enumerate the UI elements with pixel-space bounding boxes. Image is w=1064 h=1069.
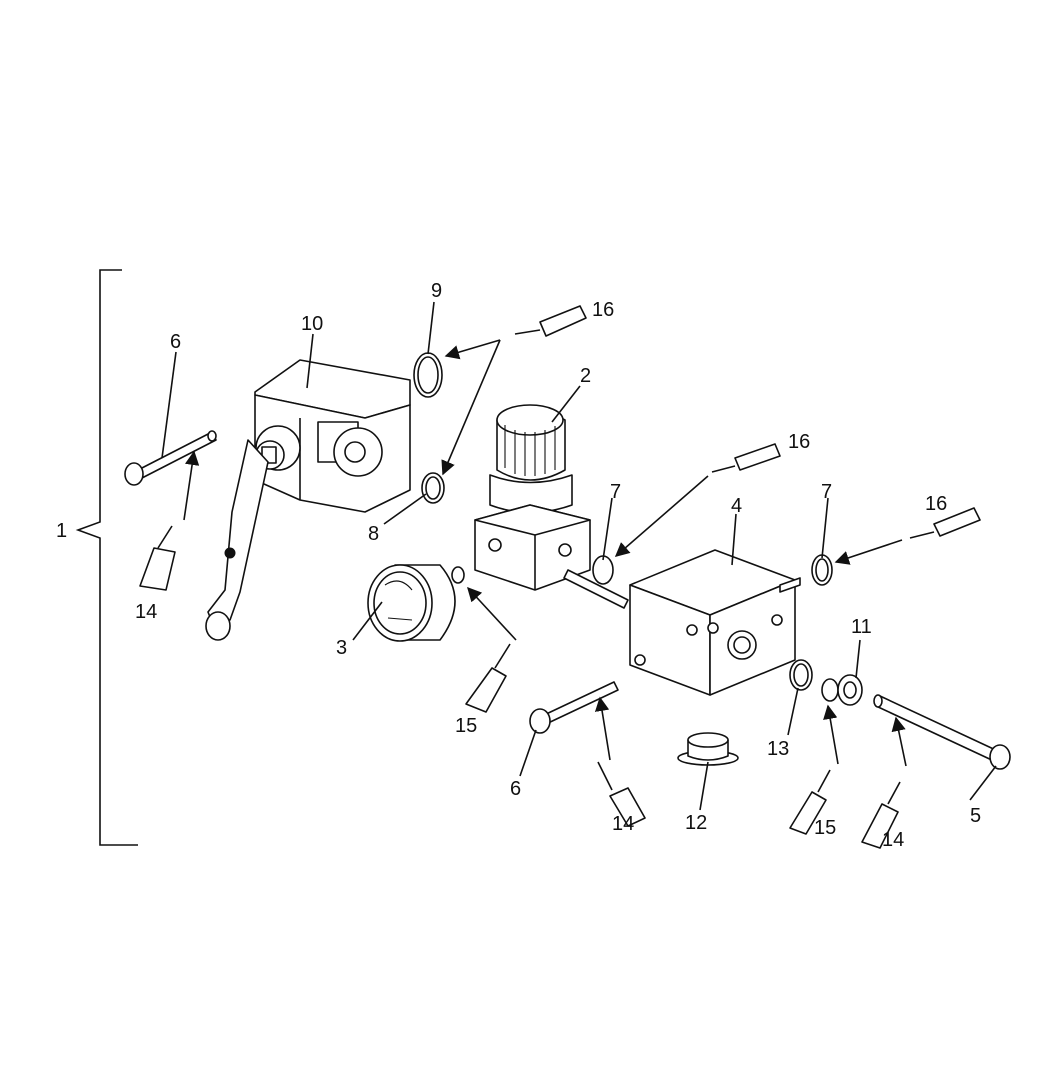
callout-4: 4	[731, 495, 742, 517]
callout-7a: 7	[610, 481, 621, 503]
callout-6b: 6	[510, 778, 521, 800]
ball-valve-part	[205, 359, 411, 641]
callout-16a: 16	[592, 299, 614, 321]
sealant-tubes	[139, 305, 981, 849]
callout-14c: 14	[882, 829, 904, 851]
callout-labels: 1 2 3 4 5 6 6 7 7 8 9 10 11 12 13 14 14 …	[56, 280, 981, 851]
callout-15b: 15	[814, 817, 836, 839]
dowel-pin-part	[563, 569, 801, 609]
callout-11: 11	[851, 616, 872, 638]
callout-3: 3	[336, 637, 347, 659]
callout-16c: 16	[925, 493, 947, 515]
callout-15a: 15	[455, 715, 477, 737]
callout-6a: 6	[170, 331, 181, 353]
o-rings	[413, 352, 833, 691]
callout-1: 1	[56, 520, 67, 542]
pressure-gauge-part	[367, 564, 465, 642]
plug-and-cap-parts	[677, 674, 863, 766]
manifold-block-part	[629, 549, 796, 696]
leader-lines	[161, 301, 997, 811]
callout-8: 8	[368, 523, 379, 545]
callout-2: 2	[580, 365, 591, 387]
callout-16b: 16	[788, 431, 810, 453]
regulator-part	[474, 404, 591, 591]
callout-13: 13	[767, 738, 789, 760]
callout-7b: 7	[821, 481, 832, 503]
callout-5: 5	[970, 805, 981, 827]
callout-14b: 14	[612, 813, 634, 835]
callout-14a: 14	[135, 601, 157, 623]
callout-12: 12	[685, 812, 707, 834]
callout-10: 10	[301, 313, 323, 335]
assembly-bracket	[75, 269, 138, 846]
callout-9: 9	[431, 280, 442, 302]
cap-screws	[124, 430, 1011, 770]
